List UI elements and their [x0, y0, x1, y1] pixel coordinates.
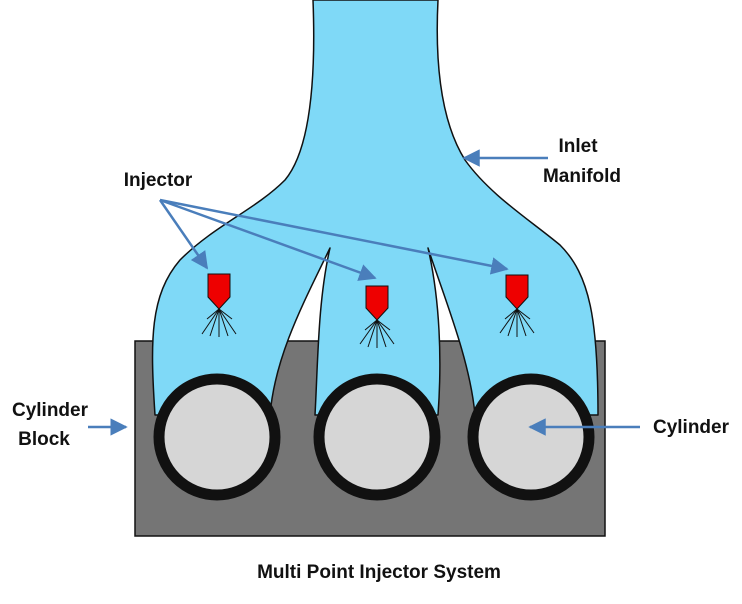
cylinder-3	[467, 373, 595, 501]
fuel-spray-icon	[359, 319, 395, 348]
injector-nozzle-icon	[505, 274, 529, 310]
inlet-manifold-label-line2: Manifold	[543, 166, 621, 187]
injector-nozzle-icon	[207, 273, 231, 310]
cylinder-block-label-line2: Block	[18, 429, 70, 450]
cylinder-1	[153, 373, 281, 501]
injector-nozzle-icon	[365, 285, 389, 321]
diagram-title: Multi Point Injector System	[257, 562, 501, 583]
inlet-manifold	[151, 0, 599, 416]
arrow-icon	[159, 198, 377, 281]
injector-1	[201, 273, 237, 337]
inlet-manifold-label-line1: Inlet	[558, 136, 598, 157]
injector-3	[499, 274, 535, 337]
fuel-spray-icon	[201, 308, 237, 337]
cylinder-label: Cylinder	[653, 417, 730, 438]
arrow-icon	[158, 199, 209, 270]
injector-label: Injector	[124, 170, 193, 191]
arrows	[88, 149, 640, 436]
injector-2	[359, 285, 395, 348]
cylinder-block-label-line1: Cylinder	[12, 400, 89, 421]
cylinder-2	[313, 373, 441, 501]
arrow-icon	[159, 198, 509, 275]
fuel-spray-icon	[499, 308, 535, 337]
